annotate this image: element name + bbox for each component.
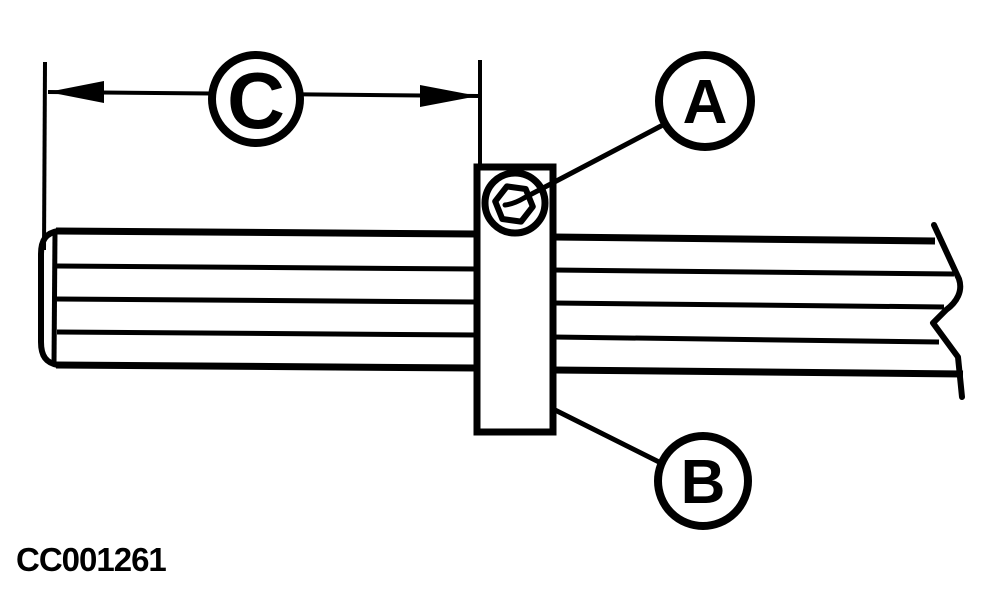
leader-line-a xyxy=(502,123,664,208)
shaft-spline-line xyxy=(56,296,478,305)
callout-c-label: C xyxy=(227,56,285,145)
shaft-end-cap xyxy=(38,228,61,368)
shaft-top-edge-left xyxy=(55,227,478,238)
callout-c: C xyxy=(208,51,304,147)
callout-b-circle xyxy=(654,432,752,530)
arrowhead-left-icon xyxy=(48,81,104,103)
shaft-spline-line xyxy=(56,329,478,338)
callout-b: B xyxy=(654,432,752,530)
shaft-spline-line xyxy=(552,267,955,277)
shaft-spline-line xyxy=(552,300,945,310)
callout-c-circle xyxy=(208,51,304,147)
shaft-bottom-edge-right xyxy=(552,366,964,378)
shaft-spline-line xyxy=(552,334,940,345)
extension-line-left xyxy=(42,61,47,251)
leader-line-b xyxy=(551,406,663,466)
callout-a-circle xyxy=(655,51,755,151)
arrowhead-right-icon xyxy=(420,85,478,107)
shaft-spline-line xyxy=(56,263,478,272)
shaft-bottom-edge-left xyxy=(55,361,478,372)
shaft-break-symbol xyxy=(930,222,965,400)
splined-shaft xyxy=(38,222,965,400)
shaft-end-cap-edge xyxy=(51,231,58,365)
figure-code: CC001261 xyxy=(16,541,166,578)
callout-a: A xyxy=(655,51,755,151)
bolt-hex-icon xyxy=(492,183,536,225)
callout-b-label: B xyxy=(681,448,726,517)
callout-a-label: A xyxy=(683,68,728,137)
shaft-top-edge-right xyxy=(552,233,936,245)
clamp-bolt xyxy=(481,169,549,237)
